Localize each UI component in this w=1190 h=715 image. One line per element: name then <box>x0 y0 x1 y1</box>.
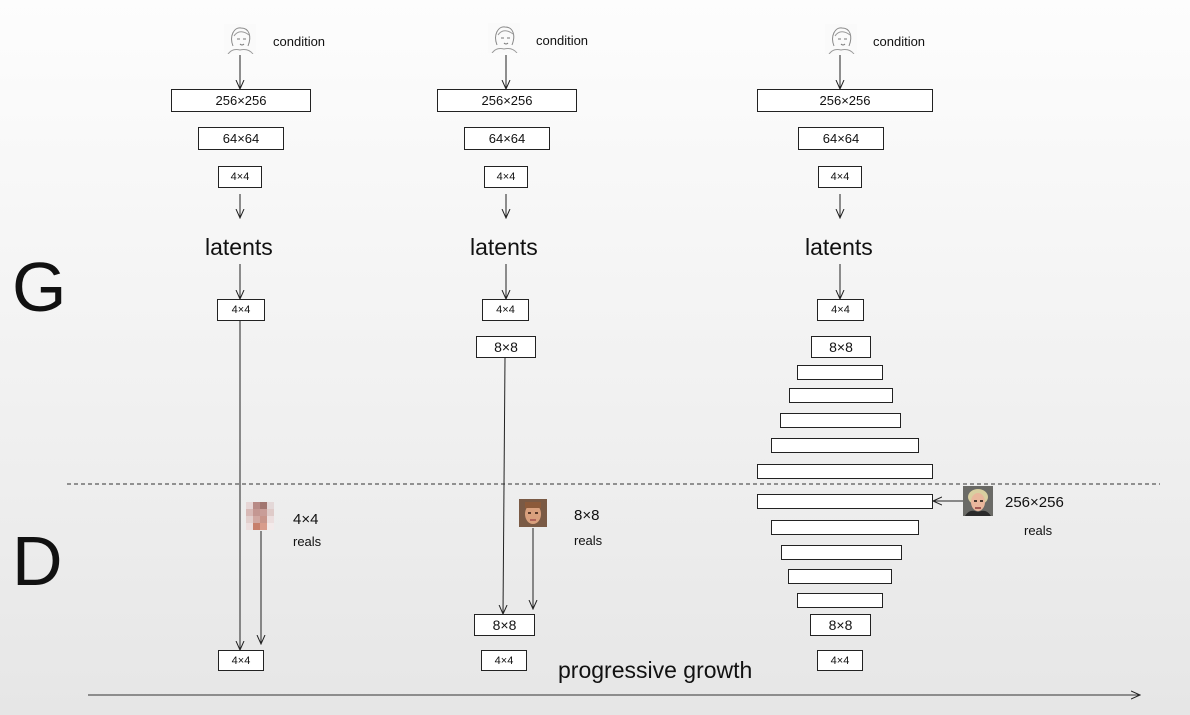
generator-block-3-128 <box>771 438 919 453</box>
generator-label: G <box>12 248 67 326</box>
discriminator-block-2-4: 4×4 <box>481 650 527 671</box>
real-image-thumbnail-2 <box>519 499 547 527</box>
discriminator-block-3-32 <box>788 569 892 584</box>
generator-block-2-4: 4×4 <box>482 299 529 321</box>
encoder-block-3-64: 64×64 <box>798 127 884 150</box>
discriminator-block-3-256 <box>757 494 933 509</box>
condition-label-3: condition <box>873 34 926 49</box>
encoder-block-2-4: 4×4 <box>484 166 528 188</box>
encoder-block-3-4: 4×4 <box>818 166 862 188</box>
real-size-label-2: 8×8 <box>574 507 600 524</box>
generator-block-2-8: 8×8 <box>476 336 536 358</box>
real-image-thumbnail-1 <box>246 502 274 530</box>
condition-sketch-thumbnail-2 <box>488 23 520 53</box>
real-size-label-3: 256×256 <box>1005 494 1064 511</box>
latents-label-2: latents <box>470 234 538 260</box>
encoder-block-2-256: 256×256 <box>437 89 577 112</box>
discriminator-block-3-8: 8×8 <box>810 614 871 636</box>
discriminator-block-3-128 <box>771 520 919 535</box>
generator-block-3-64 <box>780 413 901 428</box>
real-size-label-1: 4×4 <box>293 511 319 528</box>
condition-sketch-thumbnail-3 <box>825 24 857 54</box>
discriminator-block-3-64 <box>781 545 902 560</box>
discriminator-label: D <box>12 522 63 600</box>
encoder-block-1-256: 256×256 <box>171 89 311 112</box>
reals-label-3: reals <box>1024 523 1053 538</box>
discriminator-block-3-4: 4×4 <box>817 650 863 671</box>
encoder-block-3-256: 256×256 <box>757 89 933 112</box>
condition-label-2: condition <box>536 33 589 48</box>
reals-label-2: reals <box>574 533 603 548</box>
generator-block-3-16 <box>797 365 883 380</box>
real-image-thumbnail-3 <box>963 486 993 516</box>
generator-block-3-32 <box>789 388 893 403</box>
generator-block-3-4: 4×4 <box>817 299 864 321</box>
latents-label-3: latents <box>805 234 873 260</box>
progressive-growth-label: progressive growth <box>558 657 753 683</box>
encoder-block-2-64: 64×64 <box>464 127 550 150</box>
generator-block-1-4: 4×4 <box>217 299 265 321</box>
discriminator-block-2-8: 8×8 <box>474 614 535 636</box>
encoder-block-1-64: 64×64 <box>198 127 284 150</box>
generator-block-3-256 <box>757 464 933 479</box>
generator-block-3-8: 8×8 <box>811 336 871 358</box>
encoder-block-1-4: 4×4 <box>218 166 262 188</box>
latents-label-1: latents <box>205 234 273 260</box>
condition-label-1: condition <box>273 34 326 49</box>
condition-sketch-thumbnail-1 <box>224 24 256 54</box>
discriminator-block-3-16 <box>797 593 883 608</box>
discriminator-block-1-4: 4×4 <box>218 650 264 671</box>
reals-label-1: reals <box>293 534 322 549</box>
gen-disc-arrow-2 <box>503 356 505 614</box>
